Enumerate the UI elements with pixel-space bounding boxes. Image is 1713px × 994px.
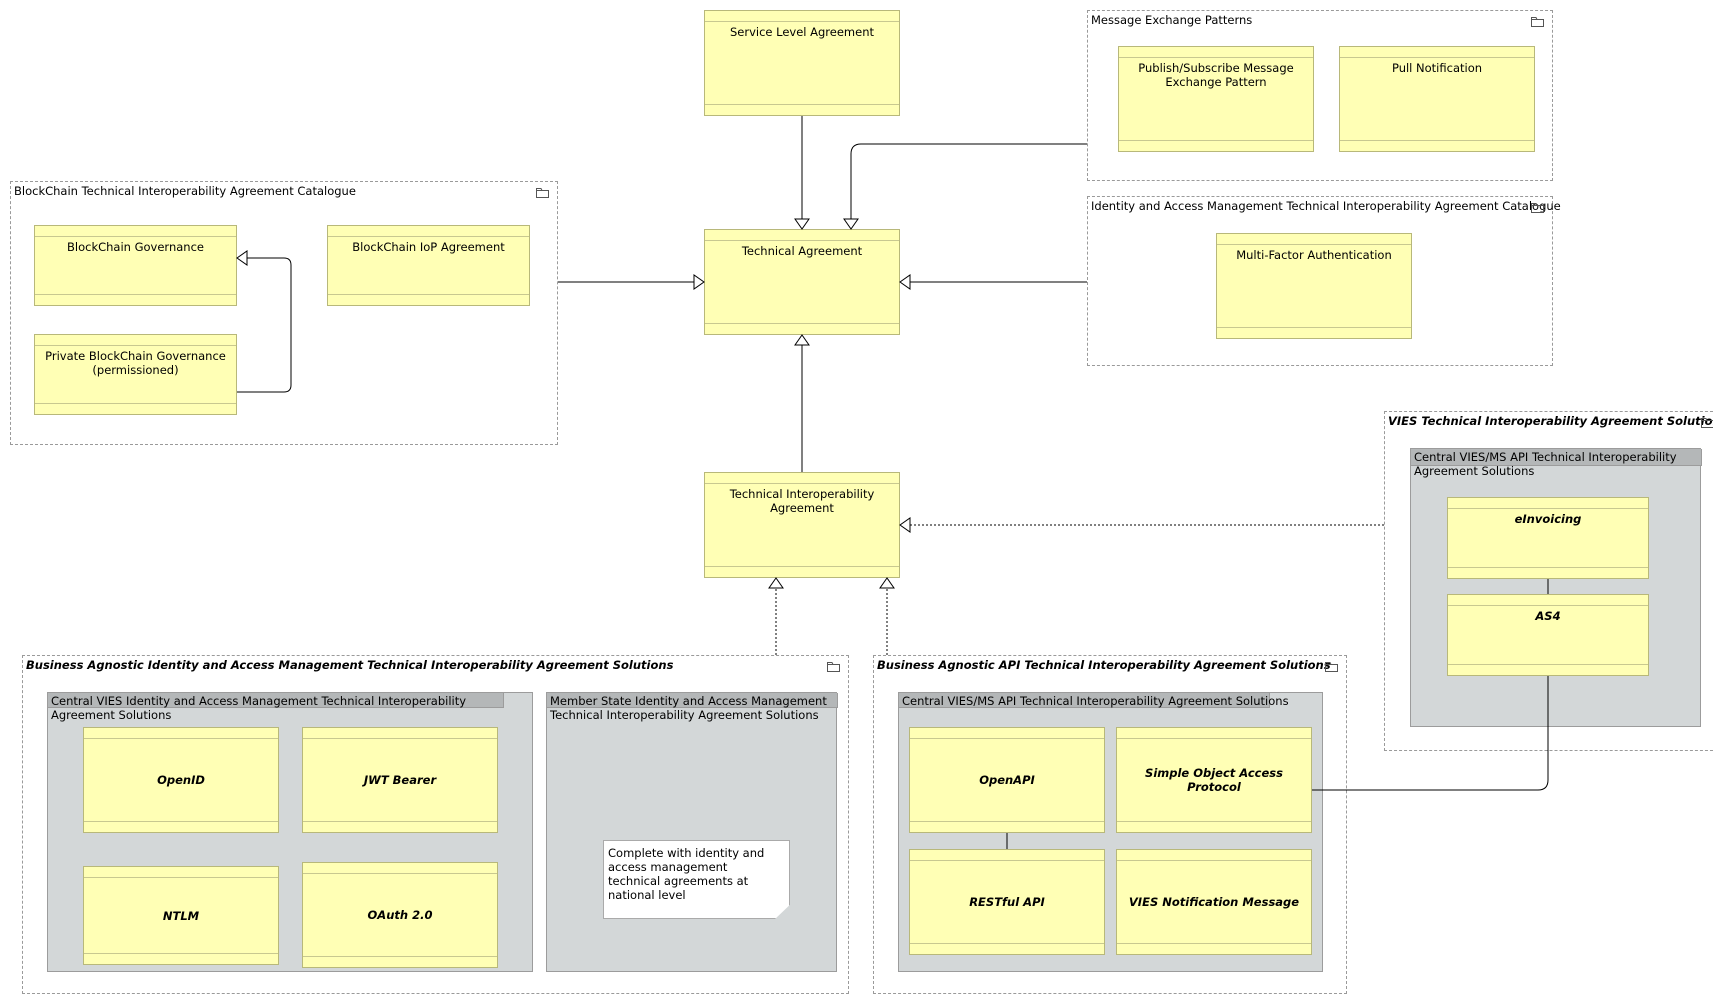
node-title: Member State Identity and Access Managem… xyxy=(550,694,827,722)
object-oauth[interactable]: OAuth 2.0 xyxy=(302,862,498,968)
object-multi-factor-authentication[interactable]: Multi-Factor Authentication xyxy=(1216,233,1412,339)
folder-icon xyxy=(1531,203,1544,213)
object-label: NTLM xyxy=(162,908,200,923)
object-technical-agreement[interactable]: Technical Agreement xyxy=(704,229,900,335)
object-label: Pull Notification xyxy=(1391,61,1483,75)
arrowhead xyxy=(794,334,810,346)
object-openid[interactable]: OpenID xyxy=(83,727,279,833)
arrowhead xyxy=(693,274,705,290)
object-label: Technical Interoperability Agreement xyxy=(729,487,875,515)
object-openapi[interactable]: OpenAPI xyxy=(909,727,1105,833)
object-label: eInvoicing xyxy=(1514,512,1582,526)
folder-icon xyxy=(1531,17,1544,27)
connector-mep-to-technical-agreement xyxy=(850,143,1087,219)
object-label: BlockChain Governance xyxy=(67,240,204,254)
arrowhead xyxy=(794,218,810,230)
object-vies-notification-message[interactable]: VIES Notification Message xyxy=(1116,849,1312,955)
folder-icon xyxy=(536,188,549,198)
object-label: Technical Agreement xyxy=(741,244,863,258)
object-label: OAuth 2.0 xyxy=(367,908,433,922)
object-label: BlockChain IoP Agreement xyxy=(352,240,505,254)
node-vies-central-api[interactable]: Central VIES/MS API Technical Interopera… xyxy=(1410,448,1702,727)
folder-icon xyxy=(1325,662,1338,672)
object-blockchain-governance[interactable]: BlockChain Governance xyxy=(34,225,237,306)
arrowhead xyxy=(899,517,911,533)
node-title: Central VIES/MS API Technical Interopera… xyxy=(902,694,1289,708)
arrowhead xyxy=(879,577,895,589)
object-technical-interoperability-agreement[interactable]: Technical Interoperability Agreement xyxy=(704,472,900,578)
node-title: Central VIES/MS API Technical Interopera… xyxy=(1414,450,1677,478)
arrowhead xyxy=(899,274,911,290)
object-label: Private BlockChain Governance (permissio… xyxy=(45,349,226,377)
group-blockchain-catalogue[interactable]: BlockChain Technical Interoperability Ag… xyxy=(10,181,558,445)
group-title: VIES Technical Interoperability Agreemen… xyxy=(1388,414,1713,428)
object-label: Publish/Subscribe Message Exchange Patte… xyxy=(1138,61,1294,89)
group-iam-catalogue[interactable]: Identity and Access Management Technical… xyxy=(1087,196,1561,366)
group-title: Business Agnostic Identity and Access Ma… xyxy=(26,658,674,672)
group-title: Message Exchange Patterns xyxy=(1091,13,1253,27)
folder-icon xyxy=(827,662,840,672)
object-label: Service Level Agreement xyxy=(729,25,875,39)
object-label: OpenAPI xyxy=(979,773,1035,787)
group-title: Business Agnostic API Technical Interope… xyxy=(877,658,1331,672)
node-member-state-iam[interactable]: Member State Identity and Access Managem… xyxy=(546,692,838,972)
group-title: BlockChain Technical Interoperability Ag… xyxy=(14,184,356,198)
object-blockchain-iop-agreement[interactable]: BlockChain IoP Agreement xyxy=(327,225,530,306)
group-vies-solutions[interactable]: VIES Technical Interoperability Agreemen… xyxy=(1384,411,1713,751)
group-title: Identity and Access Management Technical… xyxy=(1091,199,1561,213)
arrowhead xyxy=(843,218,859,230)
object-label: VIES Notification Message xyxy=(1128,895,1300,909)
object-einvoicing[interactable]: eInvoicing xyxy=(1447,497,1649,579)
object-as4[interactable]: AS4 xyxy=(1447,594,1649,676)
folder-icon xyxy=(1701,418,1713,428)
object-jwt-bearer[interactable]: JWT Bearer xyxy=(302,727,498,833)
object-label: JWT Bearer xyxy=(363,773,437,787)
object-label: Simple Object Access Protocol xyxy=(1145,766,1283,794)
object-label: OpenID xyxy=(157,773,205,787)
object-soap[interactable]: Simple Object Access Protocol xyxy=(1116,727,1312,833)
object-restful-api[interactable]: RESTful API xyxy=(909,849,1105,955)
object-private-blockchain-governance[interactable]: Private BlockChain Governance (permissio… xyxy=(34,334,237,415)
note-national-level[interactable]: Complete with identity and access manage… xyxy=(603,840,790,919)
group-message-exchange-patterns[interactable]: Message Exchange Patterns xyxy=(1087,10,1553,181)
object-label: AS4 xyxy=(1535,609,1561,623)
arrowhead xyxy=(768,577,784,589)
object-service-level-agreement[interactable]: Service Level Agreement xyxy=(704,10,900,116)
object-label: Multi-Factor Authentication xyxy=(1236,248,1392,262)
note-text: Complete with identity and access manage… xyxy=(608,846,765,902)
node-title: Central VIES Identity and Access Managem… xyxy=(51,694,467,722)
object-pull-notification[interactable]: Pull Notification xyxy=(1339,46,1535,152)
object-ntlm[interactable]: NTLM xyxy=(83,866,279,965)
object-pubsub-pattern[interactable]: Publish/Subscribe Message Exchange Patte… xyxy=(1118,46,1314,152)
object-label: RESTful API xyxy=(969,895,1045,909)
